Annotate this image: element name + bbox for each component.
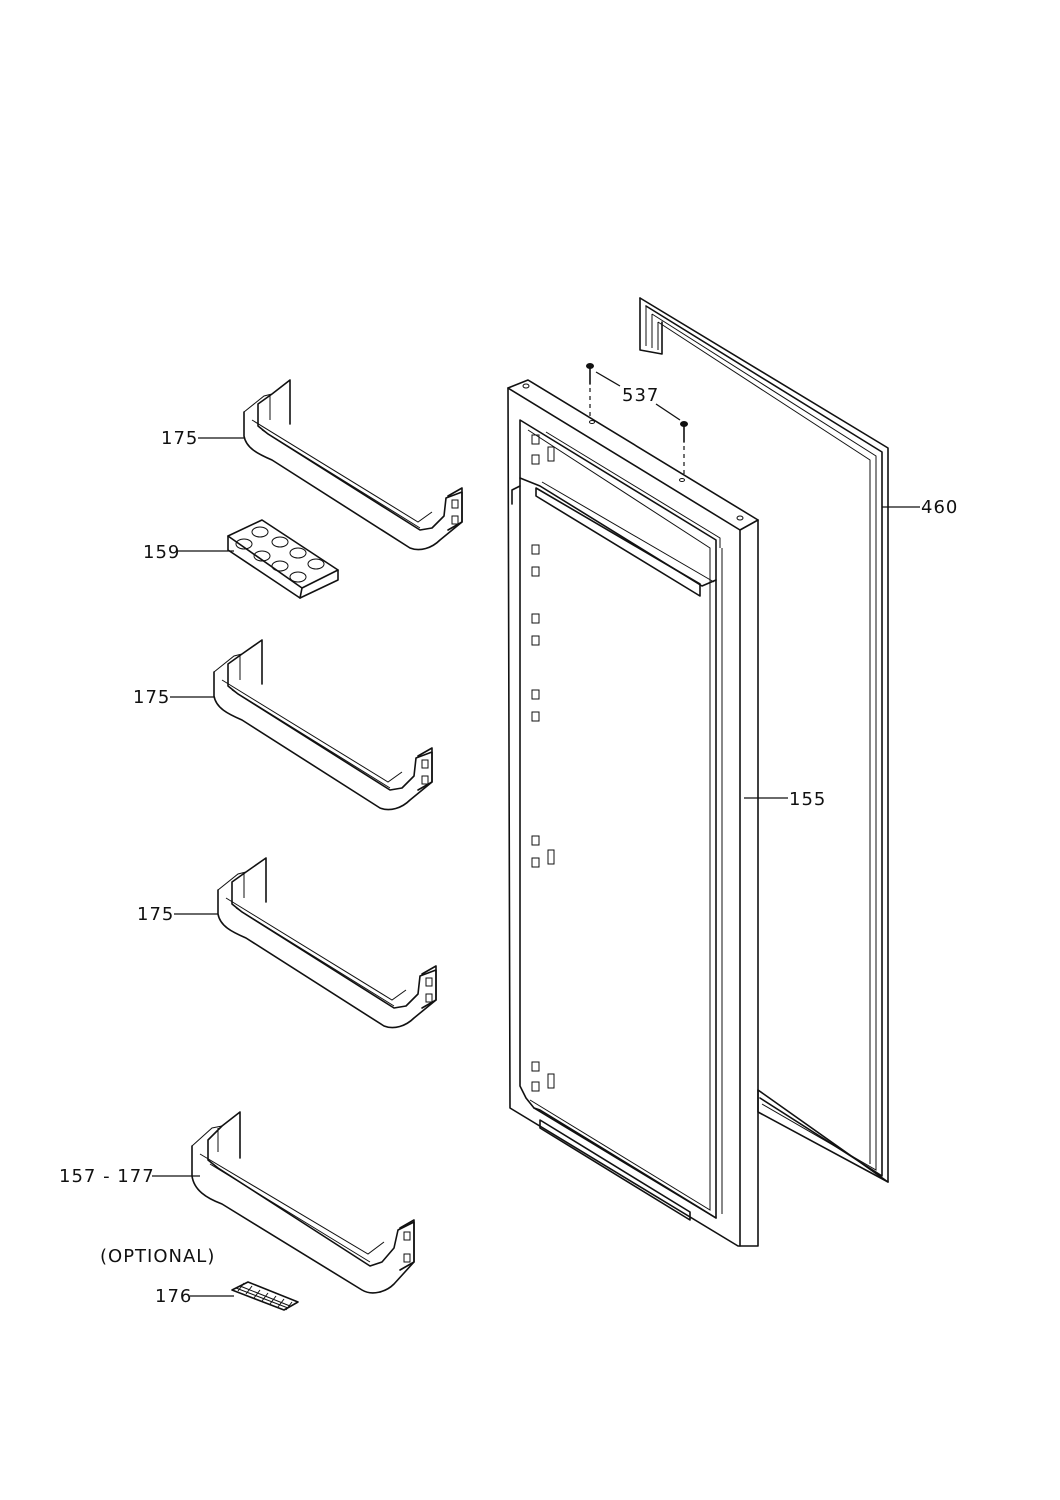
callout-bin-middle: 175 — [133, 687, 170, 708]
callout-optional-note: (OPTIONAL) — [100, 1246, 215, 1267]
door-bin-lower — [217, 857, 437, 1029]
callout-retainer: 176 — [155, 1286, 192, 1307]
leader-screw — [595, 371, 621, 387]
callout-door-liner: 155 — [789, 789, 826, 810]
callout-egg-tray: 159 — [143, 542, 180, 563]
door-bin-middle — [213, 639, 433, 811]
callout-bin-lower: 175 — [137, 904, 174, 925]
egg-tray — [227, 519, 339, 599]
callout-bin-top: 175 — [161, 428, 198, 449]
bottle-bin — [191, 1111, 415, 1294]
callout-bottle-bin: 157 - 177 — [59, 1166, 155, 1187]
leader-screw-2 — [655, 403, 681, 421]
bottle-retainer — [231, 1281, 299, 1311]
door-gasket — [639, 297, 889, 1183]
door-liner — [507, 379, 759, 1247]
screw-right — [680, 421, 688, 476]
callout-gasket: 460 — [921, 497, 958, 518]
screw-left — [586, 363, 594, 418]
door-bin-top — [243, 379, 463, 551]
callout-screw: 537 — [622, 385, 659, 406]
